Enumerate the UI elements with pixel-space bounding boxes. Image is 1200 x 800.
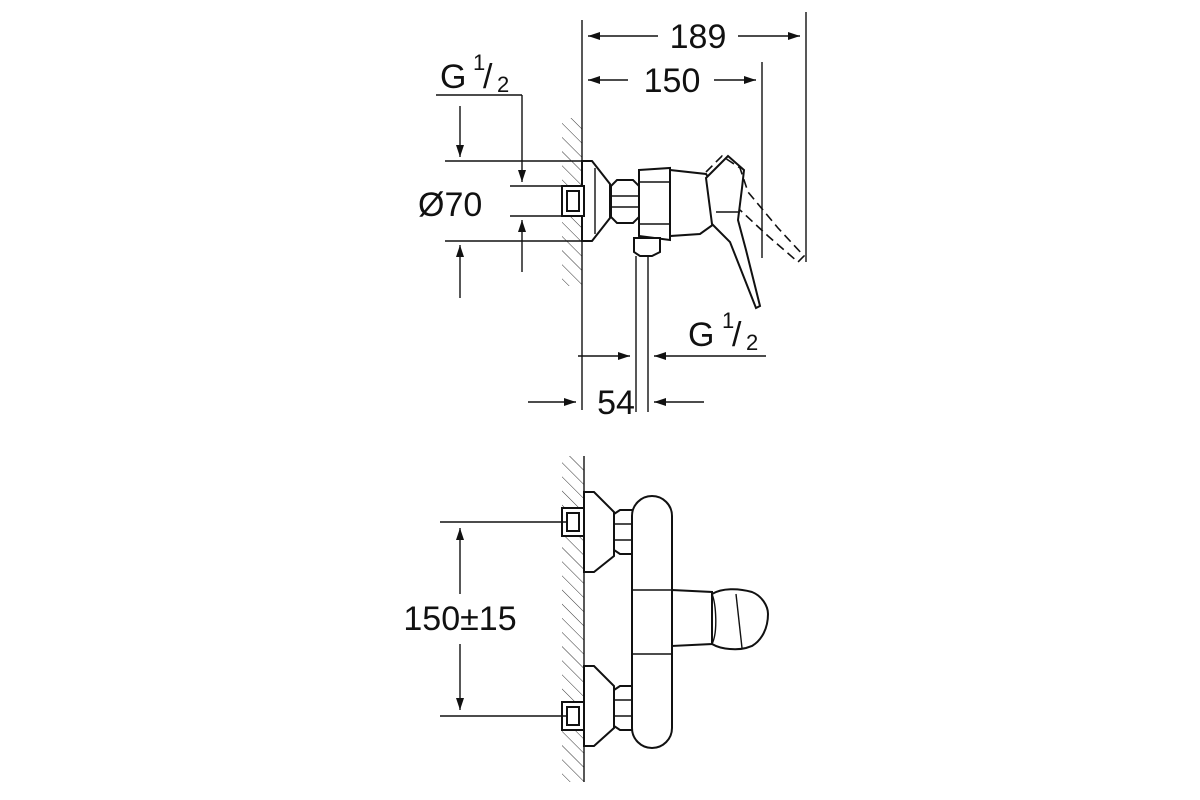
dimension-150-label: 150: [644, 62, 701, 100]
lever-front: [671, 588, 770, 651]
inlet-thread-denominator: 2: [497, 72, 509, 97]
front-view: 150±15: [403, 456, 770, 782]
side-view: 189 150 G 1 / 2 Ø70: [418, 12, 807, 422]
dimension-150: 150: [588, 62, 763, 258]
lever-open-dashed: [705, 154, 806, 264]
escutcheon-side: [561, 160, 611, 242]
outlet-thread-letter: G: [688, 316, 714, 354]
inlet-thread-letter: G: [440, 58, 466, 96]
outlet-pipe: [635, 256, 649, 412]
mixer-body-side: [633, 166, 715, 257]
inlet-thread-numerator: 1: [473, 50, 485, 75]
dimension-54: 54: [528, 384, 704, 422]
wall-front: [562, 456, 585, 782]
nut-side: [610, 179, 640, 224]
centre-distance-label: 150±15: [403, 600, 516, 638]
outlet-thread-numerator: 1: [722, 308, 734, 333]
mixer-body-front: [631, 495, 673, 749]
outlet-thread-slash: /: [732, 316, 742, 354]
dimension-54-label: 54: [597, 384, 635, 422]
diameter-label: Ø70: [418, 186, 482, 224]
inlet-thread-callout: G 1 / 2: [436, 50, 575, 272]
dimension-centre-distance: 150±15: [403, 521, 566, 717]
lever-side: [704, 154, 762, 310]
dimension-189-label: 189: [670, 18, 727, 56]
inlet-thread-slash: /: [483, 58, 493, 96]
dimension-189: 189: [588, 12, 807, 262]
outlet-thread-denominator: 2: [746, 330, 758, 355]
outlet-thread-callout: G 1 / 2: [578, 308, 766, 360]
dimension-diameter: Ø70: [418, 106, 585, 298]
